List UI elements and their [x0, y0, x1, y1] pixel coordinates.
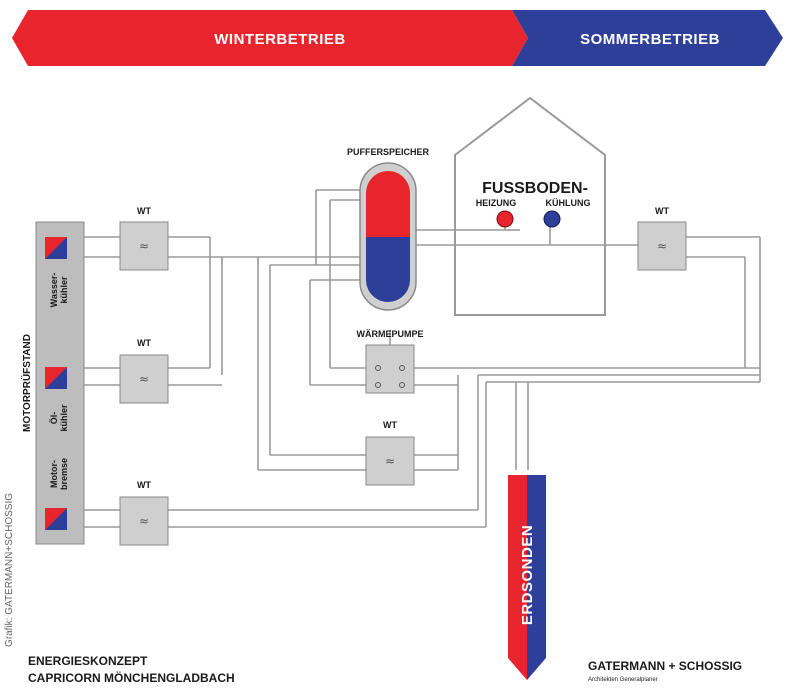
svg-text:≈: ≈ — [385, 454, 395, 468]
oil-cooler-unit — [45, 367, 67, 389]
heat-exchanger-5-label: WT — [655, 206, 669, 216]
motor-brake-label-1: Motor- — [49, 460, 59, 488]
heating-dot — [496, 210, 514, 228]
motor-brake-label-2: bremse — [59, 458, 69, 490]
image-credit: Grafik: GATERMANN+SCHOSSIG — [4, 493, 15, 647]
earth-probes — [508, 475, 546, 680]
oil-cooler-label-2: kühler — [59, 404, 69, 432]
heat-exchanger-2: ≈ — [119, 354, 169, 404]
pipe-network — [80, 189, 761, 528]
heat-pump-label: WÄRMEPUMPE — [357, 329, 424, 339]
summer-banner-label: SOMMERBETRIEB — [580, 31, 720, 48]
house-outline — [454, 96, 606, 316]
heat-exchanger-1-label: WT — [137, 206, 151, 216]
water-cooler-label-2: kühler — [59, 276, 69, 304]
cooling-dot — [543, 210, 561, 228]
heat-exchanger-4: ≈ — [365, 436, 415, 486]
company-name: GATERMANN + SCHOSSIG — [588, 659, 742, 673]
winter-banner-label: WINTERBETRIEB — [214, 31, 346, 48]
svg-text:≈: ≈ — [657, 239, 667, 253]
floor-title: FUSSBODEN- — [482, 180, 588, 197]
heat-pump — [365, 344, 415, 394]
floor-heating-label: HEIZUNG — [476, 198, 517, 208]
water-cooler-unit — [45, 237, 67, 259]
summer-banner — [512, 10, 783, 66]
earth-probes-label: ERDSONDEN — [519, 525, 536, 625]
buffer-tank-label: PUFFERSPEICHER — [347, 147, 430, 157]
svg-text:≈: ≈ — [139, 239, 149, 253]
heat-exchanger-4-label: WT — [383, 420, 397, 430]
winter-banner — [12, 10, 528, 66]
test-stand-title: MOTORPRÜFSTAND — [20, 334, 33, 432]
footer-title-line1: ENERGIESKONZEPT — [28, 654, 148, 668]
heat-exchanger-3-label: WT — [137, 480, 151, 490]
floor-cooling-label: KÜHLUNG — [546, 198, 591, 208]
heat-exchanger-5: ≈ — [637, 221, 687, 271]
heat-exchanger-1: ≈ — [119, 221, 169, 271]
oil-cooler-label-1: Öl- — [49, 412, 59, 425]
buffer-tank — [359, 162, 417, 311]
motor-brake-unit — [45, 508, 67, 530]
water-cooler-label-1: Wasser- — [49, 273, 59, 308]
svg-text:≈: ≈ — [139, 514, 149, 528]
company-subtitle: Architekten Generalplaner — [588, 677, 658, 683]
heat-exchanger-3: ≈ — [119, 496, 169, 546]
footer-title-line2: CAPRICORN MÖNCHENGLADBACH — [28, 670, 235, 685]
svg-text:≈: ≈ — [139, 372, 149, 386]
heat-exchanger-2-label: WT — [137, 338, 151, 348]
